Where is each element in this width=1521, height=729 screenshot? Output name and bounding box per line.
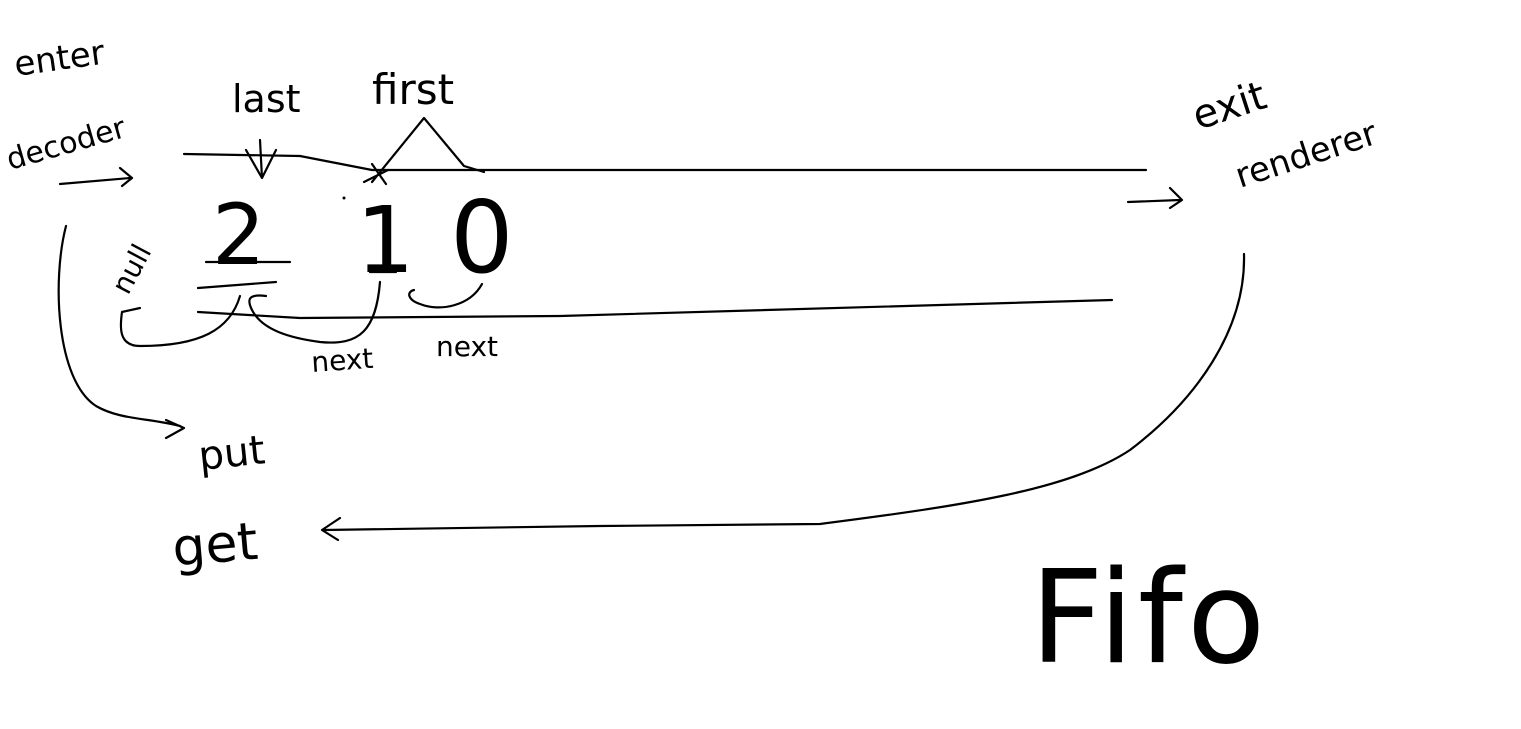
- first-pointer-arrow: [362, 116, 486, 186]
- node-value-0: 0: [450, 179, 514, 296]
- node-2-underline: [196, 280, 278, 290]
- put-flow-arrow: [57, 224, 186, 440]
- node-value-2: 2: [212, 186, 265, 284]
- label-renderer: renderer: [1230, 113, 1382, 196]
- label-next-2: next: [436, 330, 498, 363]
- label-get: get: [170, 512, 260, 579]
- exit-arrow: [1126, 186, 1184, 210]
- label-null: null: [105, 239, 158, 300]
- label-enter: enter: [12, 33, 107, 85]
- queue-bottom-line: [196, 298, 1114, 320]
- label-decoder: decoder: [3, 110, 131, 178]
- label-last: last: [232, 77, 301, 121]
- label-first: first: [372, 65, 454, 114]
- get-flow-arrow: [320, 252, 1246, 542]
- node-value-1: 1: [356, 187, 415, 294]
- next-link-0-to-1: [408, 282, 484, 309]
- label-put: put: [196, 427, 267, 480]
- enter-arrow: [58, 166, 134, 188]
- null-link: [119, 294, 242, 348]
- label-next-1: next: [310, 342, 374, 379]
- next-link-1-to-2: [248, 280, 382, 344]
- label-exit: exit: [1187, 73, 1272, 140]
- queue-top-line: [182, 152, 1148, 172]
- ink-dot: [342, 196, 346, 200]
- last-pointer-arrow: [244, 138, 278, 180]
- label-fifo: Fifo: [1030, 544, 1269, 693]
